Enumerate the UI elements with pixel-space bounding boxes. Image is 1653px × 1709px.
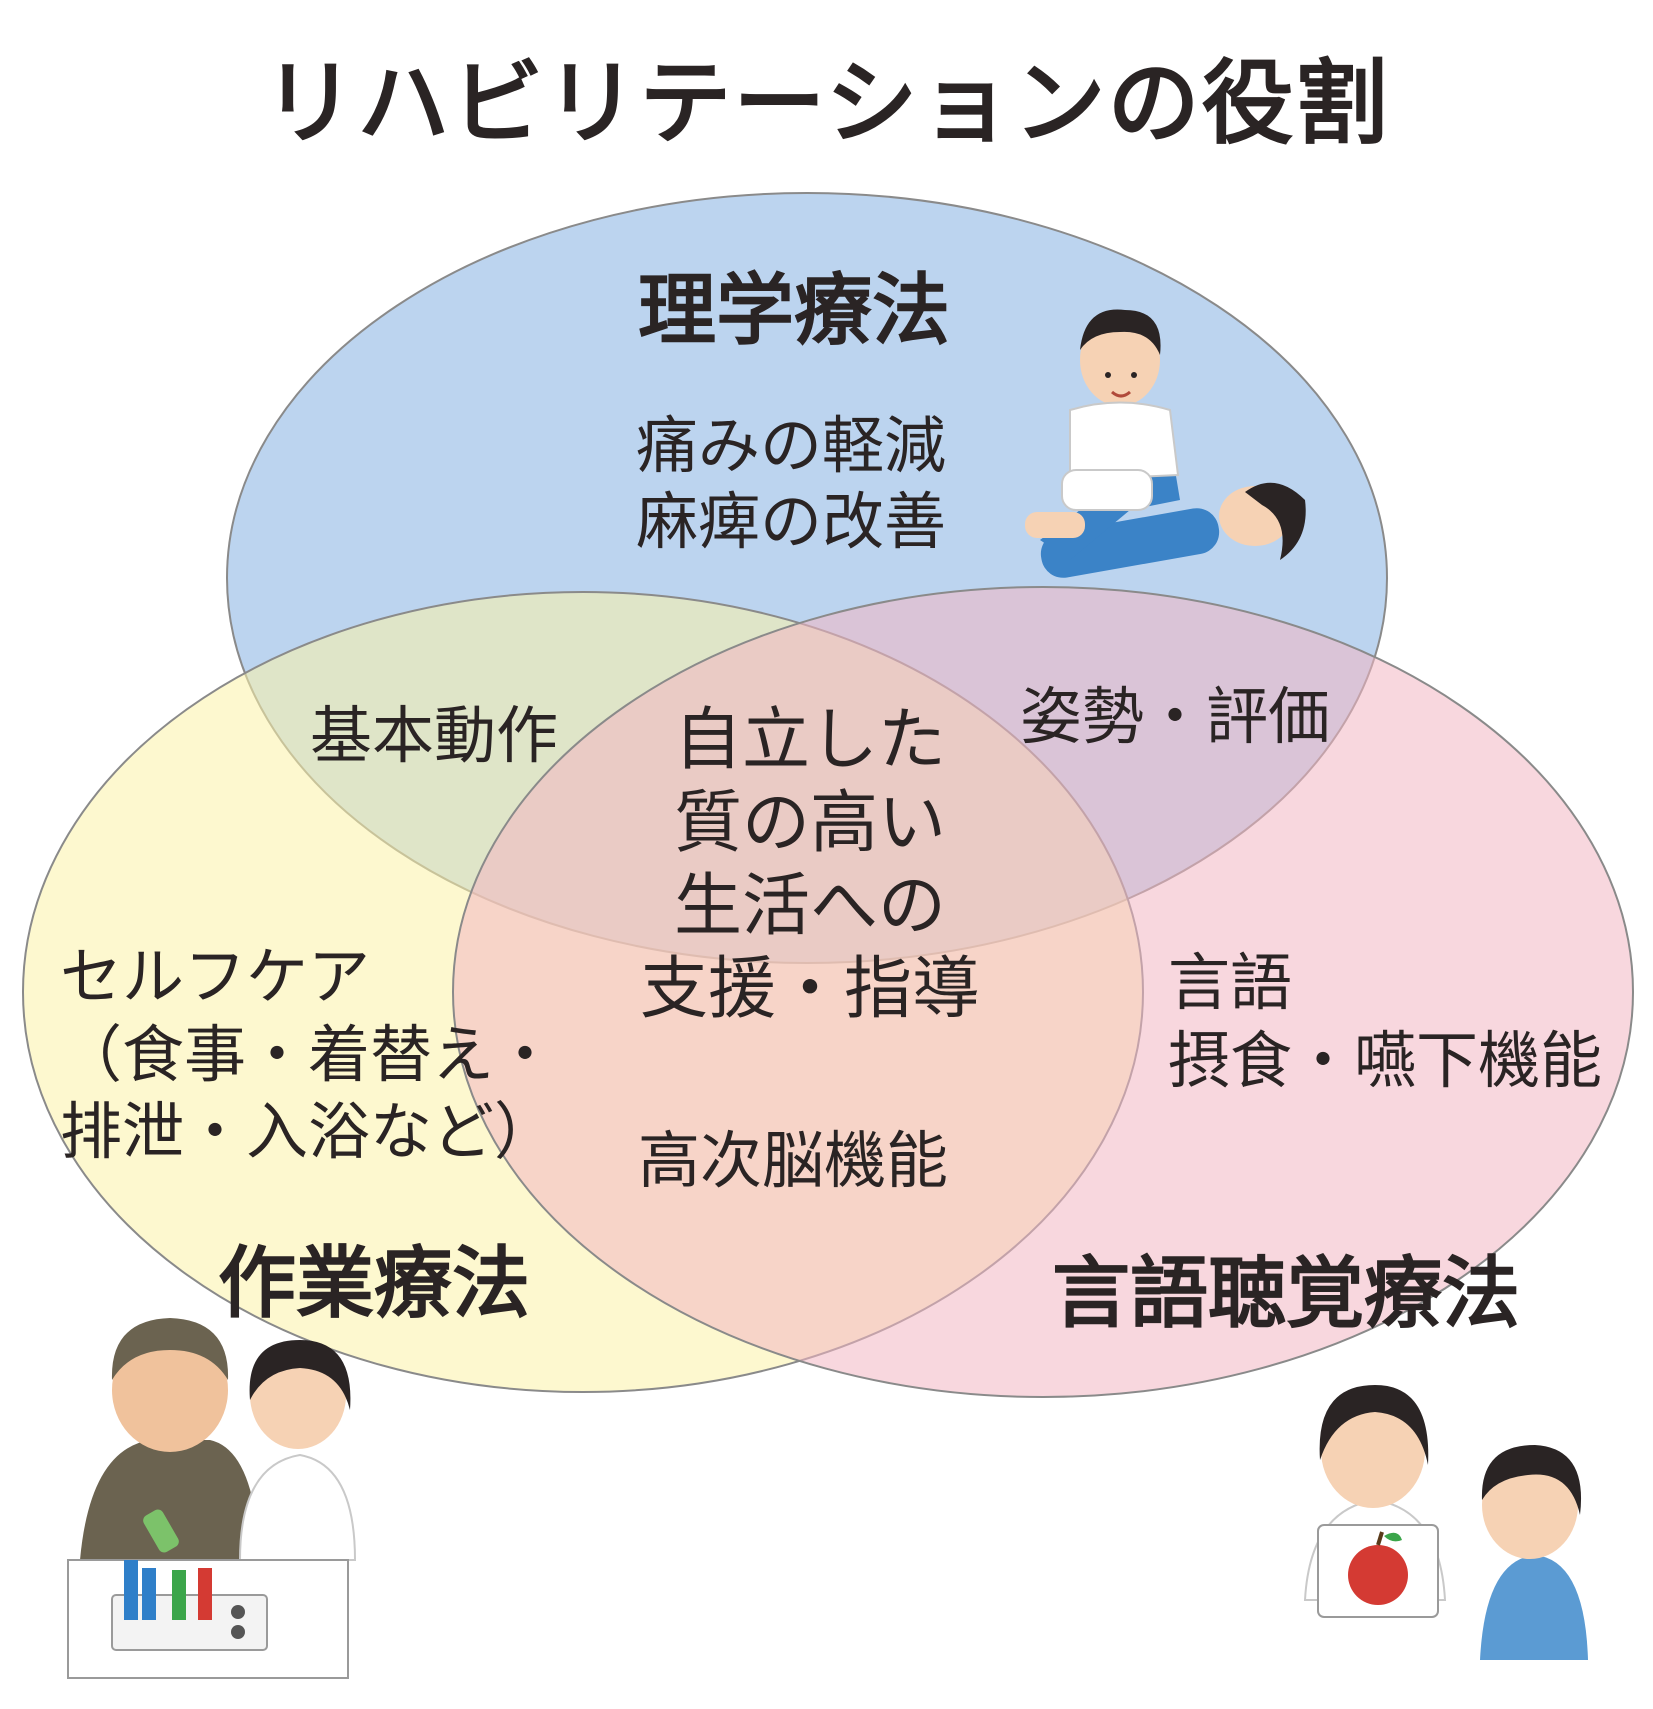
page-title: リハビリテーションの役割 bbox=[263, 50, 1390, 157]
center-line: 自立した bbox=[673, 701, 946, 780]
ot-st-overlap-label: 高次脳機能 bbox=[638, 1124, 949, 1197]
physical-therapist-with-patient-icon bbox=[1025, 309, 1306, 578]
occupational-therapy-peg-board-icon bbox=[67, 1318, 357, 1679]
center-line: 生活への bbox=[673, 866, 946, 946]
speech-therapy-circle bbox=[452, 586, 1634, 1398]
role-item: （食事・着替え・ bbox=[60, 1017, 557, 1091]
center-line: 質の高い bbox=[673, 783, 946, 863]
speech-therapist-apple-card-icon bbox=[1303, 1385, 1588, 1660]
speech-therapy-label: 言語聴覚療法 bbox=[1052, 1249, 1521, 1339]
role-item: 排泄・入浴など） bbox=[60, 1095, 557, 1168]
pt-ot-overlap-label: 基本動作 bbox=[310, 699, 559, 772]
physical-therapy-roles: 痛みの軽減 麻痺の改善 bbox=[636, 408, 946, 559]
center-overlap-text: 自立した 質の高い 生活への 支援・指導 bbox=[640, 700, 980, 1032]
occupational-therapy-roles: セルフケア （食事・着替え・ 排泄・入浴など） bbox=[60, 938, 556, 1171]
speech-therapy-roles: 言語 摂食・嚥下機能 bbox=[1168, 944, 1602, 1099]
occupational-therapy-label: 作業療法 bbox=[218, 1239, 531, 1329]
center-line: 支援・指導 bbox=[640, 949, 981, 1029]
role-item: セルフケア bbox=[60, 940, 371, 1013]
pt-st-overlap-label: 姿勢・評価 bbox=[1020, 680, 1331, 753]
role-item: 麻痺の改善 bbox=[636, 484, 947, 558]
role-item: 摂食・嚥下機能 bbox=[1168, 1023, 1603, 1097]
physical-therapy-label: 理学療法 bbox=[638, 266, 951, 356]
role-item: 痛みの軽減 bbox=[636, 409, 947, 482]
role-item: 言語 bbox=[1168, 946, 1293, 1019]
